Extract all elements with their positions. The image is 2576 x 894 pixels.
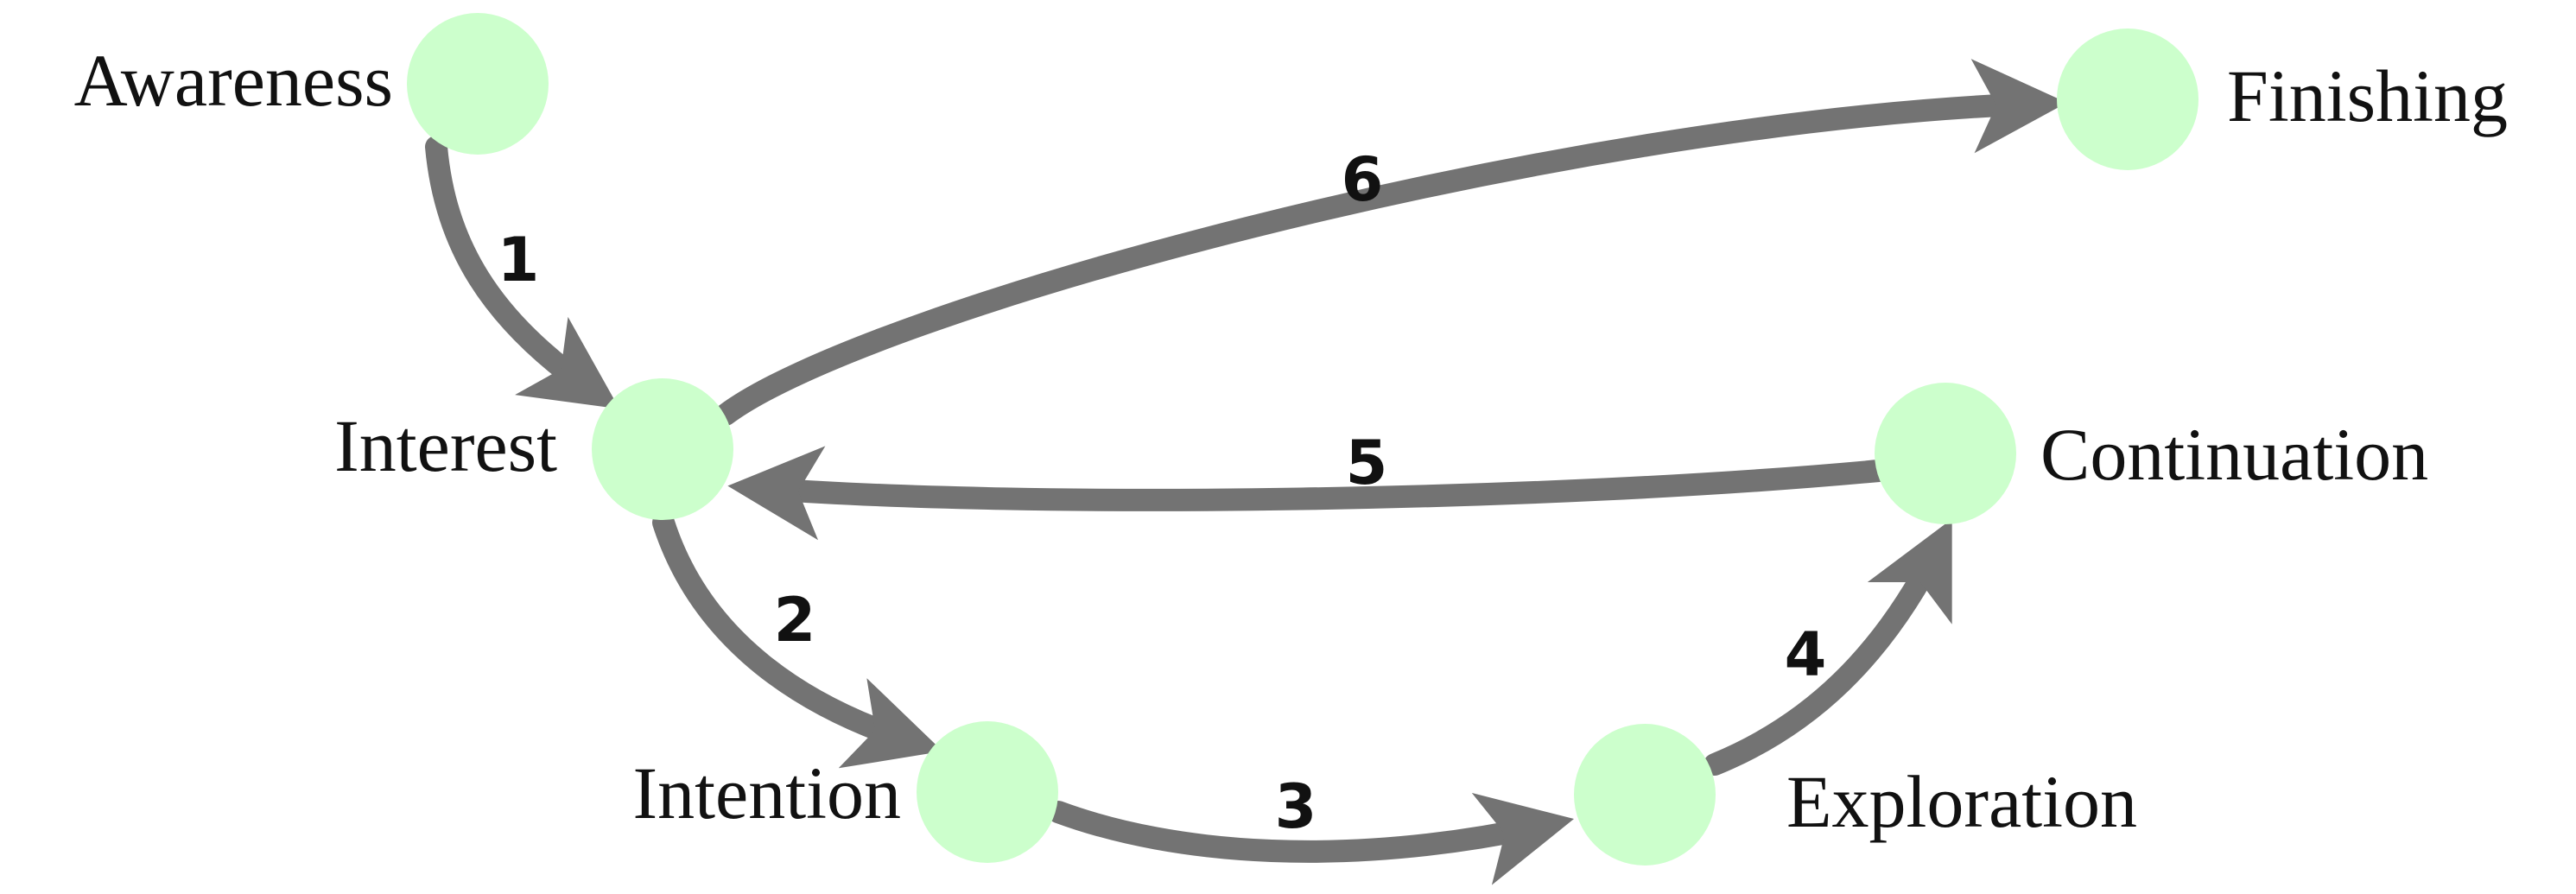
edge-label-3: 3 [1275, 771, 1317, 842]
node-finishing [2057, 29, 2198, 170]
node-continuation [1875, 383, 2016, 524]
label-interest: Interest [334, 404, 557, 487]
label-continuation: Continuation [2040, 413, 2428, 496]
edge-label-2: 2 [774, 585, 816, 656]
label-exploration: Exploration [1786, 760, 2137, 843]
label-intention: Intention [633, 751, 902, 834]
label-awareness: Awareness [74, 39, 393, 122]
node-interest [592, 378, 733, 520]
edges [425, 59, 2067, 885]
edge-interest-to-intention [652, 511, 943, 769]
edge-interest-to-finishing [714, 59, 2067, 426]
nodes [407, 13, 2198, 865]
edge-label-5: 5 [1346, 428, 1388, 498]
edge-labels: 1 2 3 4 5 6 [498, 144, 1827, 842]
edge-awareness-to-interest [425, 136, 620, 409]
edge-exploration-to-continuation [1704, 518, 1952, 776]
node-labels: Awareness Finishing Interest Continuatio… [74, 39, 2508, 843]
edge-label-4: 4 [1785, 619, 1827, 690]
edge-label-6: 6 [1342, 144, 1384, 215]
label-finishing: Finishing [2227, 54, 2508, 137]
node-awareness [407, 13, 549, 155]
edge-intention-to-exploration [1047, 792, 1575, 885]
edge-continuation-to-interest [727, 446, 1890, 541]
node-exploration [1574, 724, 1716, 865]
node-intention [917, 721, 1058, 863]
edge-label-1: 1 [498, 225, 540, 295]
